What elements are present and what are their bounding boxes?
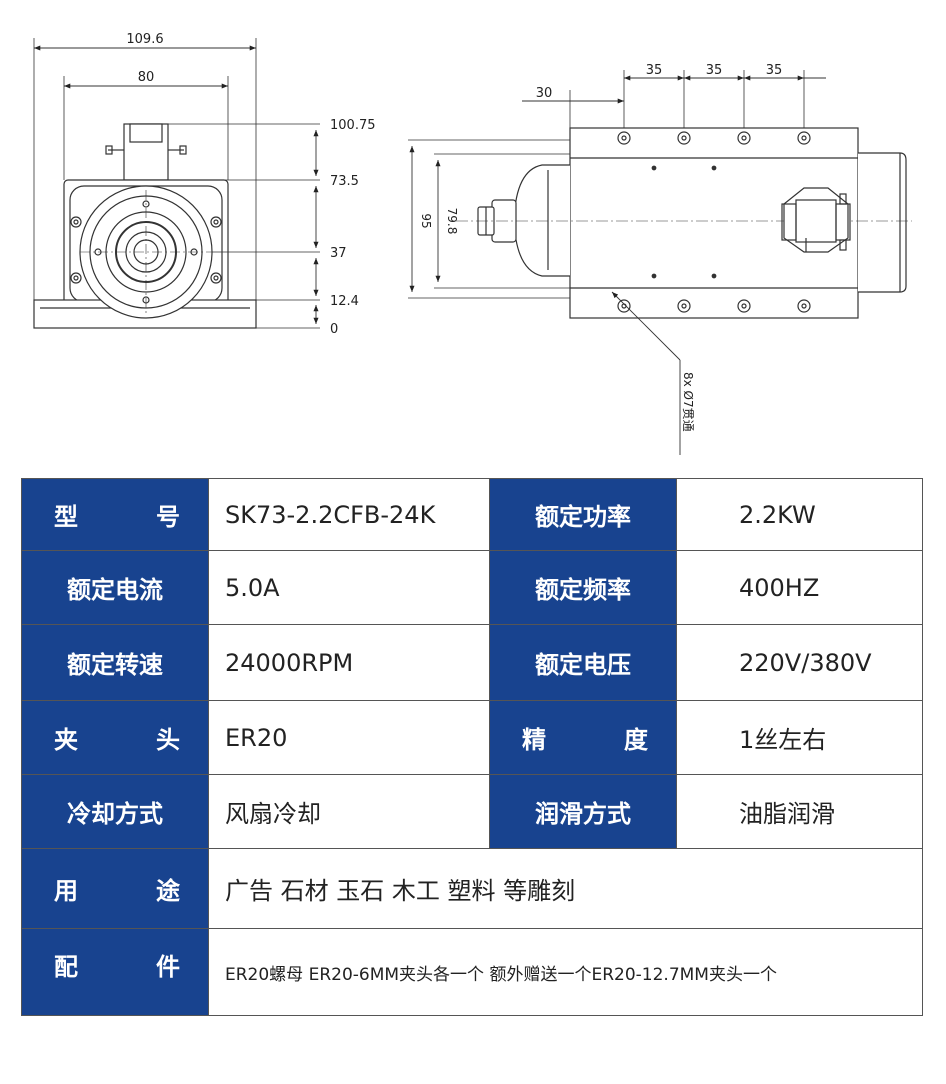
spec-row-usage: 用 途 广告 石材 玉石 木工 塑料 等雕刻 [22, 849, 922, 929]
value-precision: 1丝左右 [676, 701, 922, 774]
label-rated-power: 额定功率 [490, 479, 676, 550]
label-precision: 精 度 [490, 701, 676, 774]
value-model: SK73-2.2CFB-24K [208, 479, 490, 550]
dim-spacing-35-a: 35 [646, 63, 663, 78]
dim-width-overall: 109.6 [126, 32, 163, 47]
spec-table: 型 号 SK73-2.2CFB-24K 额定功率 2.2KW 额定电流 5.0A… [21, 478, 923, 1016]
dim-offset-30: 30 [536, 86, 553, 101]
value-cooling: 风扇冷却 [208, 775, 490, 848]
value-rated-voltage: 220V/380V [676, 625, 922, 700]
front-view-labels: 109.6 80 100.75 73.5 37 12.4 0 [126, 32, 375, 337]
value-rated-speed: 24000RPM [208, 625, 490, 700]
label-cooling: 冷却方式 [22, 775, 208, 848]
spec-row-collet: 夹 头 ER20 精 度 1丝左右 [22, 701, 922, 775]
spec-row-cooling: 冷却方式 风扇冷却 润滑方式 油脂润滑 [22, 775, 922, 849]
value-rated-power: 2.2KW [676, 479, 922, 550]
technical-drawing: 109.6 80 100.75 73.5 37 12.4 0 [33, 32, 912, 455]
value-usage: 广告 石材 玉石 木工 塑料 等雕刻 [208, 849, 922, 928]
dim-spacing-35-b: 35 [706, 63, 723, 78]
label-rated-speed: 额定转速 [22, 625, 208, 700]
value-rated-frequency: 400HZ [676, 551, 922, 624]
front-view [33, 38, 320, 329]
value-rated-current: 5.0A [208, 551, 490, 624]
value-collet: ER20 [208, 701, 490, 774]
label-rated-frequency: 额定频率 [490, 551, 676, 624]
spec-row-accessories: 配 件 ER20螺母 ER20-6MM夹头各一个 额外赠送一个ER20-12.7… [22, 929, 922, 1015]
side-view [408, 70, 912, 455]
label-model: 型 号 [22, 479, 208, 550]
label-accessories: 配 件 [22, 929, 208, 1015]
label-rated-voltage: 额定电压 [490, 625, 676, 700]
dim-height-79-8: 79.8 [445, 208, 459, 235]
label-usage: 用 途 [22, 849, 208, 928]
label-lubrication: 润滑方式 [490, 775, 676, 848]
dim-height-37: 37 [330, 246, 347, 261]
hole-note: 8x Ø7贯通 [681, 372, 695, 432]
dim-spacing-35-c: 35 [766, 63, 783, 78]
dim-height-95: 95 [419, 213, 433, 228]
dim-height-0: 0 [330, 322, 338, 337]
side-view-labels: 30 35 35 35 95 79.8 8x Ø7贯通 [419, 63, 782, 432]
dim-width-body: 80 [138, 70, 155, 85]
value-lubrication: 油脂润滑 [676, 775, 922, 848]
dim-height-73-5: 73.5 [330, 174, 359, 189]
value-accessories: ER20螺母 ER20-6MM夹头各一个 额外赠送一个ER20-12.7MM夹头… [208, 929, 922, 1015]
spec-row-speed: 额定转速 24000RPM 额定电压 220V/380V [22, 625, 922, 701]
dim-height-12-4: 12.4 [330, 294, 359, 309]
dim-height-100-75: 100.75 [330, 118, 376, 133]
label-collet: 夹 头 [22, 701, 208, 774]
label-rated-current: 额定电流 [22, 551, 208, 624]
spec-row-model: 型 号 SK73-2.2CFB-24K 额定功率 2.2KW [22, 479, 922, 551]
spec-row-current: 额定电流 5.0A 额定频率 400HZ [22, 551, 922, 625]
